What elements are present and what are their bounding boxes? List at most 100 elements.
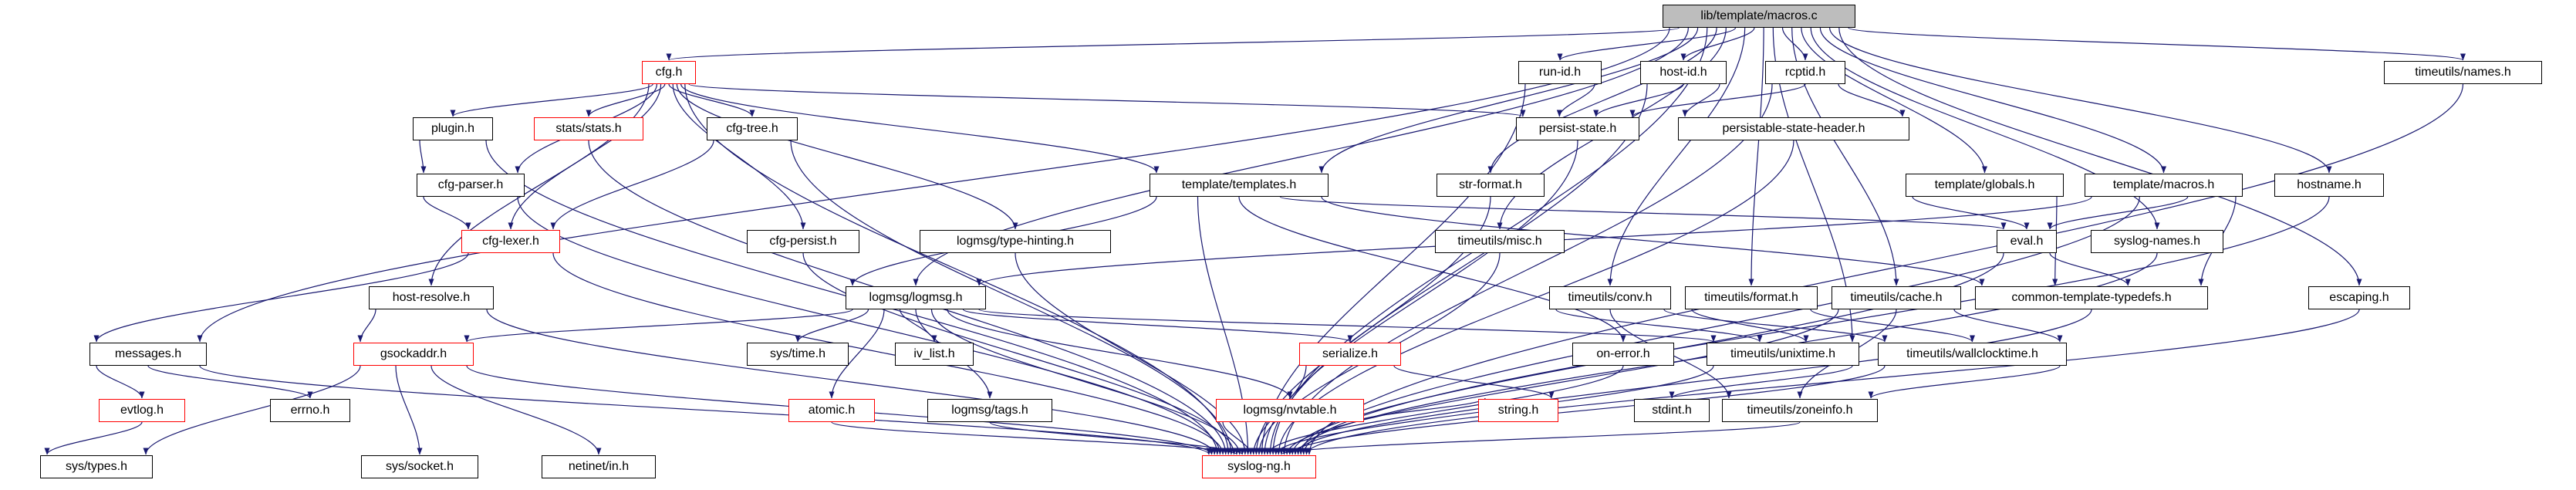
include-edge [586,83,666,117]
include-edge [44,421,143,455]
graph-node-sys_socket[interactable]: sys/socket.h [361,455,478,478]
include-edge [1838,27,2362,286]
graph-node-stdint[interactable]: stdint.h [1634,399,1710,422]
graph-node-string[interactable]: string.h [1478,399,1558,422]
include-edge [1301,196,2330,455]
include-edge [1682,83,1720,117]
graph-node-timeutils_unixtime[interactable]: timeutils/unixtime.h [1707,343,1859,366]
graph-node-serialize[interactable]: serialize.h [1299,343,1401,366]
graph-node-timeutils_conv[interactable]: timeutils/conv.h [1549,286,1671,309]
include-edge [1279,196,2006,230]
graph-node-str_format[interactable]: str-format.h [1437,174,1545,197]
graph-node-escaping[interactable]: escaping.h [2308,286,2410,309]
graph-node-cfg_parser[interactable]: cfg-parser.h [417,174,525,197]
include-edge [450,83,653,117]
include-edge [1487,27,1717,174]
include-edge [1838,83,1906,117]
graph-node-sys_time[interactable]: sys/time.h [747,343,849,366]
include-edge [989,421,1245,455]
include-edge [143,365,361,455]
include-edge [667,27,1680,61]
graph-node-cfg_tree[interactable]: cfg-tree.h [707,117,798,140]
include-edge [428,83,650,286]
include-edge [2049,252,2131,286]
include-edge [1593,83,1684,117]
graph-node-evtlog[interactable]: evtlog.h [99,399,185,422]
include-edge [423,196,471,230]
graph-node-cfg_lexer[interactable]: cfg-lexer.h [461,230,560,253]
graph-node-syslog_ng[interactable]: syslog-ng.h [1202,455,1316,478]
graph-node-hostname[interactable]: hostname.h [2274,174,2384,197]
graph-node-timeutils_format[interactable]: timeutils/format.h [1685,286,1818,309]
include-edge [486,309,1217,455]
include-edge [1321,196,1985,286]
graph-node-logmsg[interactable]: logmsg/logmsg.h [846,286,986,309]
graph-node-template_globals[interactable]: template/globals.h [1906,174,2064,197]
graph-node-template_macros[interactable]: template/macros.h [2085,174,2243,197]
include-edge [1912,196,2030,230]
include-edge [831,421,1240,455]
include-edge [1278,421,1801,455]
include-edge [552,252,1226,455]
graph-node-cfg_persist[interactable]: cfg-persist.h [747,230,859,253]
include-edge [1810,309,1975,343]
graph-node-errno[interactable]: errno.h [270,399,350,422]
include-edge [1868,365,2061,399]
graph-node-timeutils_zoneinfo[interactable]: timeutils/zoneinfo.h [1722,399,1878,422]
graph-node-host_id[interactable]: host-id.h [1640,61,1727,84]
include-edge [1801,27,1987,174]
include-edge [676,83,1018,230]
include-edge [1607,27,1746,286]
include-edge [672,83,806,230]
include-edge [419,140,427,174]
include-edge [1629,83,1806,117]
graph-node-plugin[interactable]: plugin.h [413,117,493,140]
graph-node-templates[interactable]: template/templates.h [1150,174,1329,197]
graph-node-atomic[interactable]: atomic.h [788,399,875,422]
include-edge [464,309,853,343]
include-edge [790,140,1234,455]
graph-node-cfg_h[interactable]: cfg.h [642,61,696,84]
graph-node-common_template_typedefs[interactable]: common-template-typedefs.h [1975,286,2208,309]
graph-node-timeutils_cache[interactable]: timeutils/cache.h [1832,286,1961,309]
graph-node-stats_stats[interactable]: stats/stats.h [534,117,643,140]
graph-node-host_resolve[interactable]: host-resolve.h [369,286,494,309]
graph-node-gsockaddr[interactable]: gsockaddr.h [353,343,474,366]
include-edge [930,309,1243,455]
graph-node-timeutils_wallclocktime[interactable]: timeutils/wallclocktime.h [1878,343,2067,366]
graph-node-syslog_names[interactable]: syslog-names.h [2091,230,2223,253]
graph-node-eval[interactable]: eval.h [1997,230,2057,253]
include-edge [1287,365,1886,455]
graph-node-type_hinting[interactable]: logmsg/type-hinting.h [920,230,1111,253]
include-edge [1264,365,1624,455]
include-edge [802,252,1237,455]
graph-node-persistable_state_header[interactable]: persistable-state-header.h [1678,117,1909,140]
include-edge [1222,421,1254,455]
include-edge [2047,196,2189,230]
graph-node-timeutils_names[interactable]: timeutils/names.h [2384,61,2542,84]
include-edge [1829,27,2332,174]
include-edge [550,140,714,230]
graph-node-on_error[interactable]: on-error.h [1572,343,1674,366]
include-edge [96,365,145,399]
include-edge [1810,27,2160,230]
graph-node-netinet_in[interactable]: netinet/in.h [542,455,656,478]
include-edge [1781,27,1808,61]
include-edge [357,309,376,343]
graph-node-timeutils_misc[interactable]: timeutils/misc.h [1435,230,1565,253]
include-edge [899,309,937,343]
graph-node-logmsg_nvtable[interactable]: logmsg/nvtable.h [1216,399,1364,422]
include-edge [1318,27,1699,174]
graph-node-logmsg_tags[interactable]: logmsg/tags.h [927,399,1052,422]
graph-node-run_id[interactable]: run-id.h [1518,61,1602,84]
include-edge [1238,196,1626,343]
graph-node-persist_state[interactable]: persist-state.h [1516,117,1639,140]
graph-node-iv_list[interactable]: iv_list.h [895,343,974,366]
graph-node-rcptid[interactable]: rcptid.h [1765,61,1845,84]
graph-node-sys_types[interactable]: sys/types.h [40,455,153,478]
include-edge [93,252,469,343]
graph-node-messages[interactable]: messages.h [89,343,207,366]
include-edge [1691,309,1809,343]
include-edge [1953,309,2063,343]
